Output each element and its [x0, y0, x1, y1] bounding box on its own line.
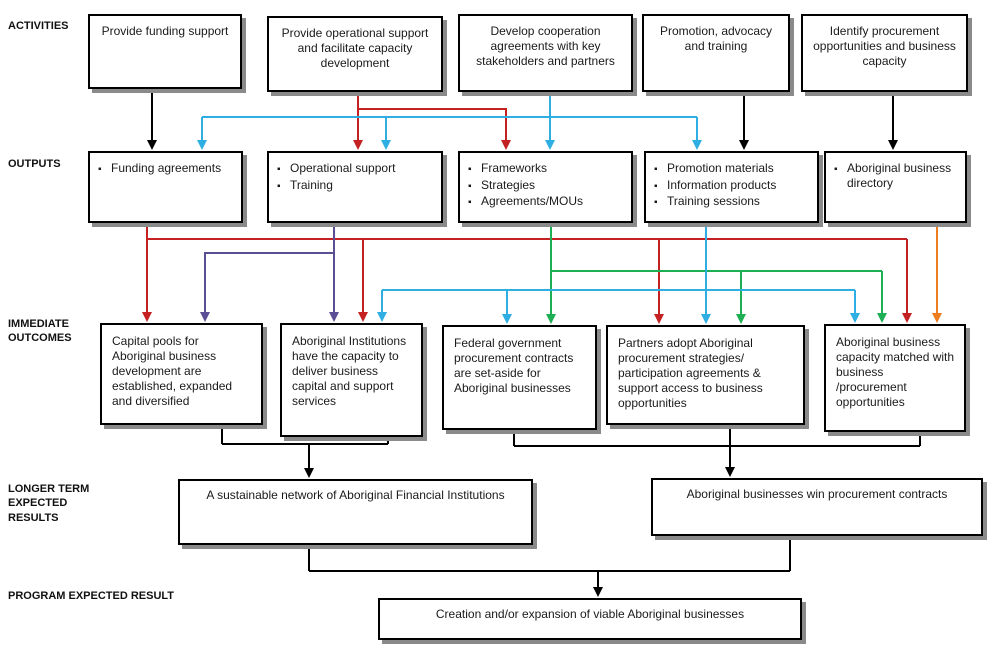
wire-activities-black [151, 90, 894, 140]
output-box-operational-support: Operational support Training [267, 151, 443, 223]
wire-outputs-blue [381, 223, 856, 314]
outcome-text: Federal government procurement contracts… [454, 336, 574, 395]
outcome-text: Aboriginal business capacity matched wit… [836, 335, 955, 409]
activity-text: Identify procurement opportunities and b… [813, 24, 956, 68]
arrowheads-activities-blue [197, 140, 702, 150]
outcome-text: Capital pools for Aboriginal business de… [112, 334, 233, 408]
row-label-longer-term: LONGER TERM EXPECTED RESULTS [8, 483, 90, 524]
program-result-box: Creation and/or expansion of viable Abor… [378, 598, 802, 640]
row-label-outputs: OUTPUTS [8, 158, 61, 170]
wire-activities-blue [201, 92, 698, 140]
activity-text: Develop cooperation agreements with key … [476, 24, 615, 68]
output-item: Frameworks [468, 161, 625, 177]
arrowheads-outputs-green [546, 313, 887, 324]
bullet-icon [834, 161, 847, 191]
bullet-icon [654, 178, 667, 194]
wire-outputs-red [146, 223, 908, 314]
bullet-icon [654, 161, 667, 177]
wire-outputs-purple [204, 223, 335, 312]
output-box-promotion-materials: Promotion materials Information products… [644, 151, 819, 223]
outcome-box-aboriginal-institutions: Aboriginal Institutions have the capacit… [280, 323, 423, 437]
program-result-text: Creation and/or expansion of viable Abor… [435, 607, 745, 621]
activity-box-cooperation-agreements: Develop cooperation agreements with key … [458, 14, 633, 92]
output-item: Agreements/MOUs [468, 194, 625, 210]
activity-text: Promotion, advocacy and training [659, 24, 773, 53]
longer-term-box-afi-network: A sustainable network of Aboriginal Fina… [178, 479, 533, 545]
activity-text: Provide operational support and facilita… [281, 26, 429, 70]
row-label-activities: ACTIVITIES [8, 20, 69, 32]
bullet-icon [277, 178, 290, 194]
arrowheads-activities-black [147, 140, 898, 150]
arrowheads-outputs-blue [377, 312, 860, 324]
row-label-program: PROGRAM EXPECTED RESULT [8, 590, 175, 602]
output-box-business-directory: Aboriginal business directory [824, 151, 967, 223]
longer-term-box-win-contracts: Aboriginal businesses win procurement co… [651, 478, 983, 536]
activity-box-identify-procurement: Identify procurement opportunities and b… [801, 14, 968, 92]
activity-box-operational-support: Provide operational support and facilita… [267, 16, 443, 92]
wire-outputs-green [550, 223, 883, 314]
output-item: Aboriginal business directory [834, 161, 959, 191]
outcome-box-federal-procurement: Federal government procurement contracts… [442, 325, 597, 430]
output-box-funding-agreements: Funding agreements [88, 151, 243, 223]
output-item: Strategies [468, 178, 625, 194]
outcome-box-capital-pools: Capital pools for Aboriginal business de… [100, 323, 263, 425]
result-text: Aboriginal businesses win procurement co… [686, 487, 948, 501]
arrowheads-outputs-orange [932, 313, 942, 323]
bullet-icon [468, 178, 481, 194]
wire-results-black [221, 425, 921, 587]
arrowheads-activities-red [353, 140, 511, 150]
bullet-icon [468, 194, 481, 210]
output-item: Operational support [277, 161, 435, 177]
row-label-immediate-outcomes: IMMEDIATE OUTCOMES [8, 318, 72, 345]
bullet-icon [98, 161, 111, 177]
arrowheads-outputs-purple [200, 312, 339, 322]
output-item: Promotion materials [654, 161, 811, 177]
bullet-icon [654, 194, 667, 210]
output-item: Training sessions [654, 194, 811, 210]
activity-box-promotion: Promotion, advocacy and training [642, 14, 790, 92]
output-item: Funding agreements [98, 161, 235, 177]
outcome-text: Partners adopt Aboriginal procurement st… [618, 336, 763, 410]
outcome-text: Aboriginal Institutions have the capacit… [292, 334, 407, 408]
bullet-icon [468, 161, 481, 177]
activity-box-funding: Provide funding support [88, 14, 242, 89]
result-text: A sustainable network of Aboriginal Fina… [206, 488, 505, 502]
outcome-box-capacity-matched: Aboriginal business capacity matched wit… [824, 324, 966, 432]
outcome-box-partners-adopt: Partners adopt Aboriginal procurement st… [606, 325, 805, 425]
activity-text: Provide funding support [101, 24, 229, 38]
output-item: Information products [654, 178, 811, 194]
bullet-icon [277, 161, 290, 177]
output-item: Training [277, 178, 435, 194]
output-box-frameworks: Frameworks Strategies Agreements/MOUs [458, 151, 633, 223]
